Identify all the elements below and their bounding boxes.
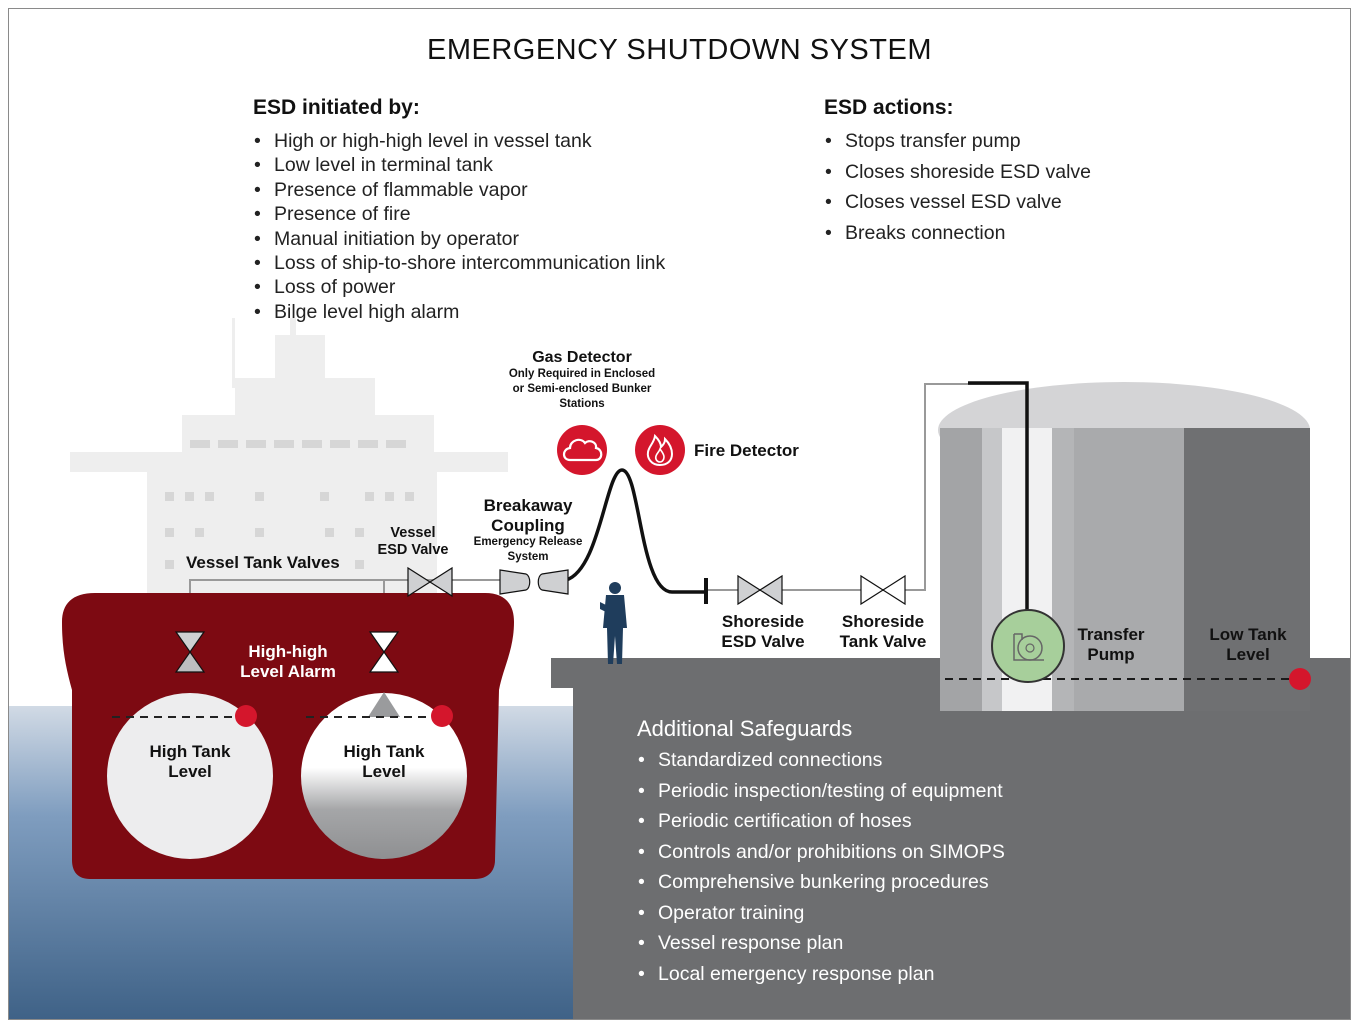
breakaway-label-line-1: Breakaway	[483, 496, 573, 515]
low-tank-level-sensor	[1289, 668, 1311, 690]
list-item: Vessel response plan	[638, 928, 1005, 959]
low-tank-level-label: Low Tank Level	[1198, 625, 1298, 664]
list-item: Closes shoreside ESD valve	[825, 157, 1091, 188]
gas-detector-label: Gas Detector Only Required in Enclosed o…	[497, 349, 667, 412]
ship-windows	[165, 440, 414, 569]
vessel-tank-valve-1	[174, 631, 206, 673]
tank-2-level-label: High Tank Level	[324, 742, 444, 781]
list-item: Closes vessel ESD valve	[825, 187, 1091, 218]
safeguards-heading: Additional Safeguards	[637, 716, 853, 741]
list-item: Stops transfer pump	[825, 126, 1091, 157]
esd-actions-heading: ESD actions:	[824, 96, 954, 119]
low-tank-line-1: Low Tank	[1209, 625, 1287, 644]
list-item: Manual initiation by operator	[254, 227, 665, 252]
safeguards-list: Standardized connections Periodic inspec…	[638, 745, 1005, 989]
esd-actions-list: Stops transfer pump Closes shoreside ESD…	[825, 126, 1091, 249]
gas-detector-note-3: Stations	[559, 398, 605, 411]
tank-1-level-sensor	[235, 705, 257, 727]
list-item: Local emergency response plan	[638, 959, 1005, 990]
list-item: Standardized connections	[638, 745, 1005, 776]
low-tank-line-2: Level	[1226, 644, 1270, 664]
vessel-esd-label-line-2: ESD Valve	[377, 541, 449, 558]
shoreside-tank-line-2: Tank Valve	[839, 631, 927, 651]
esd-initiated-heading: ESD initiated by:	[253, 96, 420, 119]
breakaway-coupling	[499, 569, 569, 595]
transfer-pump-line-2: Pump	[1087, 644, 1135, 664]
shoreside-tank-line-1: Shoreside	[841, 612, 925, 631]
vessel-esd-valve	[407, 566, 453, 598]
list-item: Low level in terminal tank	[254, 153, 665, 178]
gas-detector-note-2: or Semi-enclosed Bunker	[512, 383, 652, 396]
list-item: Periodic certification of hoses	[638, 806, 1005, 837]
gas-detector-title: Gas Detector	[532, 349, 632, 366]
shoreside-esd-line-1: Shoreside	[721, 612, 805, 631]
list-item: Bilge level high alarm	[254, 300, 665, 325]
vessel-esd-valve-label: Vessel ESD Valve	[363, 525, 463, 558]
breakaway-coupling-label: Breakaway Coupling Emergency Release Sys…	[458, 496, 598, 565]
gas-detector-note-1: Only Required in Enclosed	[508, 368, 656, 381]
fire-detector-label: Fire Detector	[694, 441, 799, 460]
shoreside-tank-valve-label: Shoreside Tank Valve	[823, 612, 943, 651]
vessel-tank-valve-2	[368, 631, 400, 673]
breakaway-label-line-2: Coupling	[491, 515, 565, 535]
list-item: Loss of ship-to-shore intercommunication…	[254, 251, 665, 276]
list-item: Presence of fire	[254, 202, 665, 227]
tank-1-label-line-1: High Tank	[149, 742, 231, 761]
list-item: Operator training	[638, 898, 1005, 929]
list-item: Loss of power	[254, 275, 665, 300]
vessel-tank-1	[105, 691, 275, 861]
vessel-esd-label-line-1: Vessel	[390, 525, 436, 541]
transfer-pump-icon	[991, 609, 1065, 683]
transfer-pump-line-1: Transfer	[1077, 625, 1145, 644]
list-item: Controls and/or prohibitions on SIMOPS	[638, 837, 1005, 868]
shoreside-esd-valve	[737, 574, 783, 606]
emergency-release-line-2: System	[507, 551, 549, 564]
shoreside-esd-valve-label: Shoreside ESD Valve	[703, 612, 823, 651]
list-item: Periodic inspection/testing of equipment	[638, 776, 1005, 807]
high-high-line-1: High-high	[248, 642, 328, 661]
vessel-tank-valves-label: Vessel Tank Valves	[186, 553, 340, 572]
tank-2-label-line-1: High Tank	[343, 742, 425, 761]
tank-2-label-line-2: Level	[362, 761, 406, 781]
tank-1-level-label: High Tank Level	[130, 742, 250, 781]
esd-initiated-list: High or high-high level in vessel tank L…	[254, 129, 665, 325]
operator-figure	[600, 582, 627, 664]
list-item: High or high-high level in vessel tank	[254, 129, 665, 154]
fire-detector-icon	[635, 425, 685, 475]
transfer-pump-label: Transfer Pump	[1066, 625, 1156, 664]
high-high-alarm-label: High-high Level Alarm	[218, 642, 358, 681]
shore-piping	[706, 381, 1029, 612]
high-high-line-2: Level Alarm	[240, 661, 336, 681]
tank-1-label-line-2: Level	[168, 761, 212, 781]
tank-2-level-sensor	[431, 705, 453, 727]
list-item: Presence of flammable vapor	[254, 178, 665, 203]
transfer-hose	[565, 468, 708, 604]
emergency-release-line-1: Emergency Release	[473, 536, 583, 549]
vessel-tank-2	[299, 691, 469, 861]
shoreside-esd-line-2: ESD Valve	[721, 631, 805, 651]
list-item: Comprehensive bunkering procedures	[638, 867, 1005, 898]
page-title: EMERGENCY SHUTDOWN SYSTEM	[426, 34, 932, 66]
list-item: Breaks connection	[825, 218, 1091, 249]
shoreside-tank-valve	[860, 574, 906, 606]
gas-detector-icon	[557, 425, 607, 475]
